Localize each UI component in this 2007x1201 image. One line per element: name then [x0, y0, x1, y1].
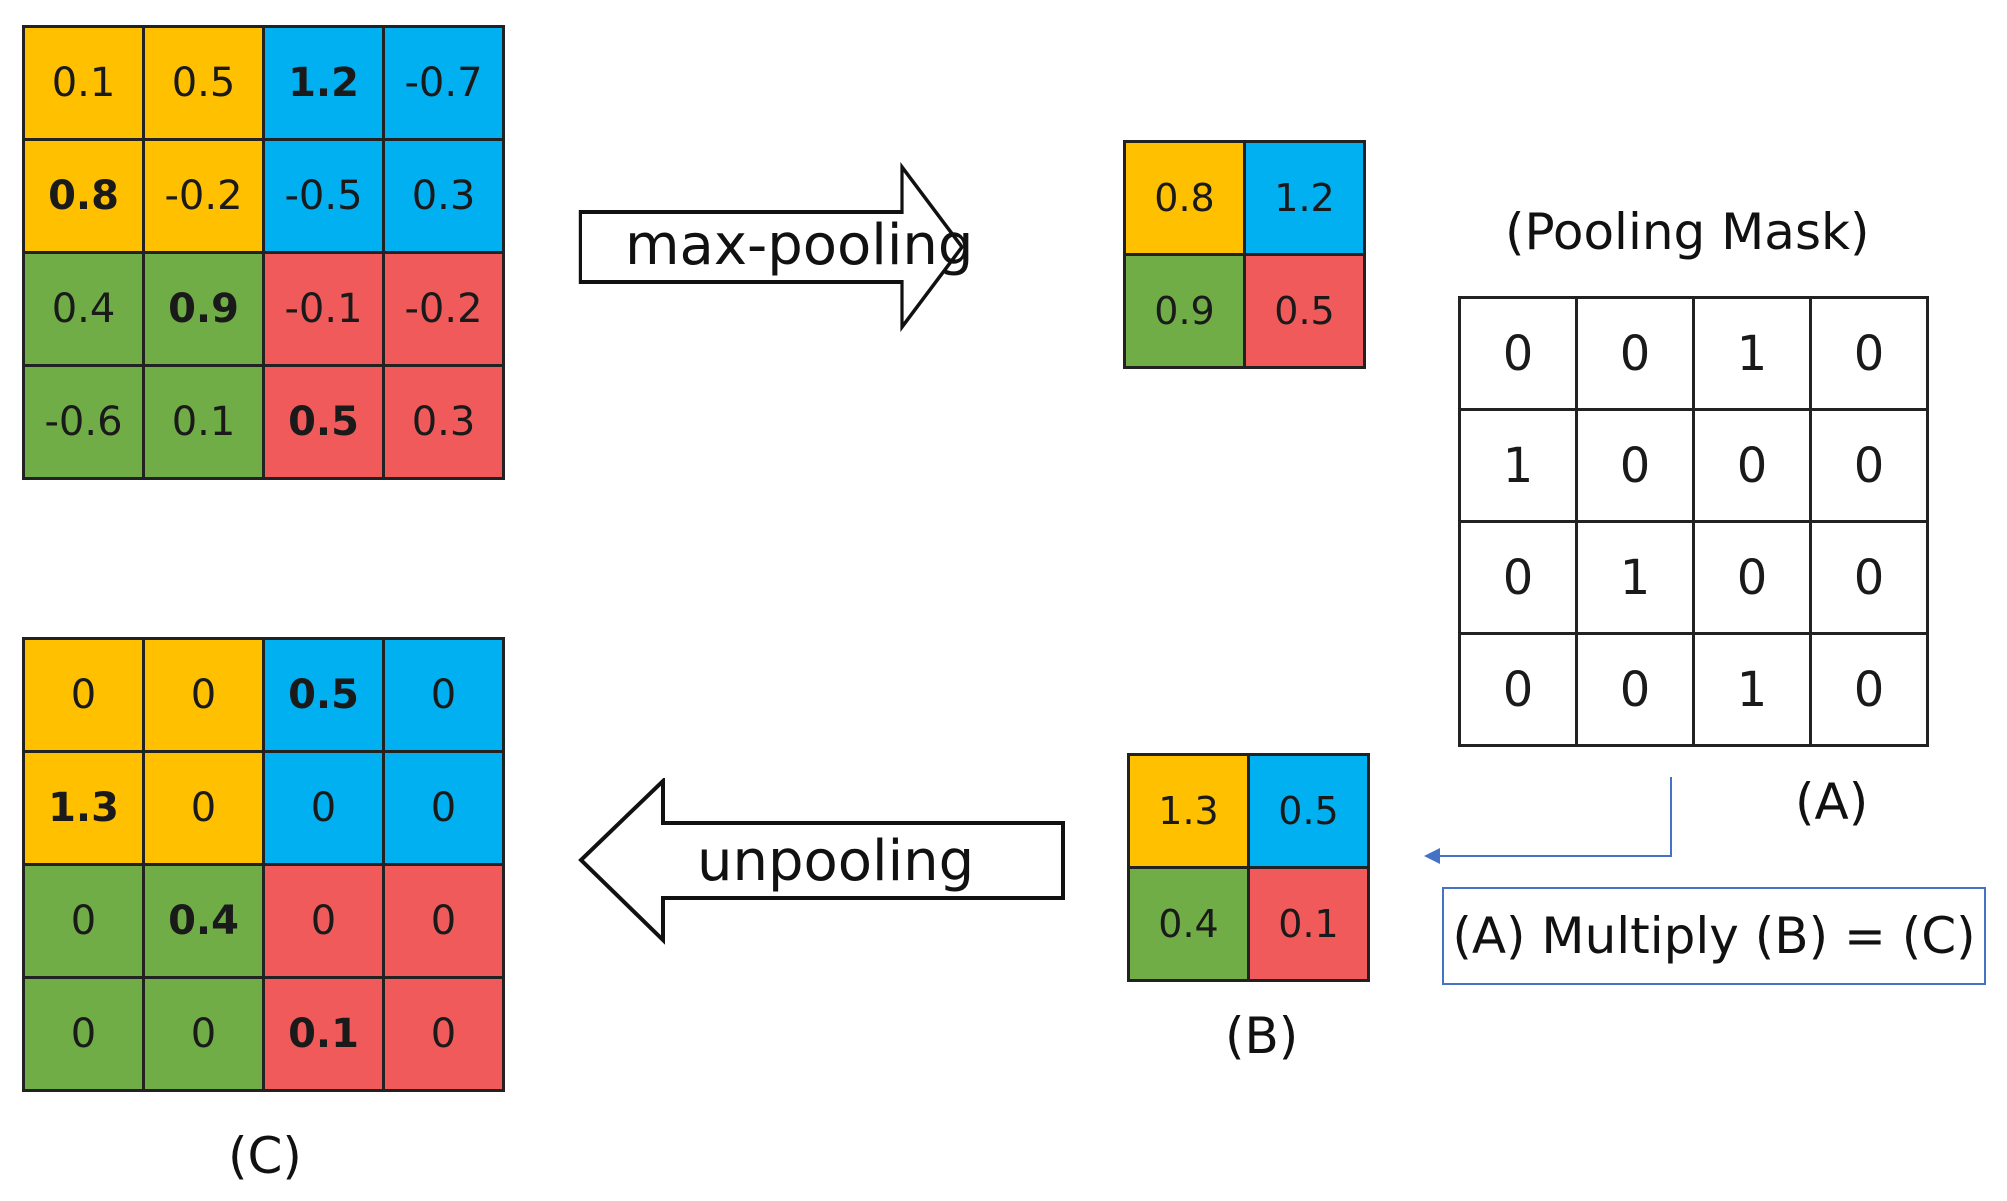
c-label: (C): [228, 1127, 302, 1185]
output-matrix-cell: 0: [385, 640, 502, 750]
mask-cell: 0: [1461, 299, 1575, 408]
input-matrix-cell: 0.4: [25, 254, 142, 364]
input-matrix-cell: 0.3: [385, 141, 502, 251]
output-matrix-cell: 0: [265, 866, 382, 976]
input-matrix-cell: 0.1: [25, 28, 142, 138]
mask-cell: 0: [1812, 411, 1926, 520]
input-matrix-cell: 0.8: [25, 141, 142, 251]
b-matrix-cell: 0.5: [1250, 756, 1367, 866]
output-matrix-cell: 0: [25, 979, 142, 1089]
max-pooling-label: max-pooling: [625, 213, 974, 278]
mask-cell: 0: [1461, 523, 1575, 632]
output-matrix-cell: 0: [385, 866, 502, 976]
unpooling-arrow: [578, 778, 1065, 945]
output-matrix-cell: 0.4: [145, 866, 262, 976]
b-matrix-cell: 0.1: [1250, 869, 1367, 979]
input-matrix-cell: -0.7: [385, 28, 502, 138]
mask-cell: 0: [1578, 635, 1692, 744]
mask-cell: 0: [1812, 635, 1926, 744]
output-matrix-cell: 0: [265, 753, 382, 863]
pooled-matrix-cell: 0.5: [1246, 256, 1363, 366]
input-matrix-cell: 0.9: [145, 254, 262, 364]
input-matrix-cell: -0.1: [265, 254, 382, 364]
mask-cell: 0: [1578, 411, 1692, 520]
pooled-matrix-cell: 0.9: [1126, 256, 1243, 366]
pooled-matrix-cell: 1.2: [1246, 143, 1363, 253]
mask-cell: 0: [1812, 299, 1926, 408]
output-matrix-cell: 0.5: [265, 640, 382, 750]
unpooling-label: unpooling: [697, 829, 975, 894]
mask-label-a: (A): [1795, 773, 1869, 831]
mask-cell: 1: [1695, 299, 1809, 408]
input-matrix-cell: 1.2: [265, 28, 382, 138]
mask-cell: 0: [1578, 299, 1692, 408]
mask-cell: 0: [1812, 523, 1926, 632]
max-pooling-arrow: [578, 162, 965, 332]
output-matrix-cell: 1.3: [25, 753, 142, 863]
input-matrix-cell: -0.6: [25, 367, 142, 477]
mask-cell: 1: [1461, 411, 1575, 520]
output-matrix-cell: 0: [145, 753, 262, 863]
b-matrix-cell: 1.3: [1130, 756, 1247, 866]
mask-cell: 1: [1695, 635, 1809, 744]
output-matrix-cell: 0: [385, 979, 502, 1089]
input-matrix-cell: 0.1: [145, 367, 262, 477]
output-matrix-cell: 0: [25, 640, 142, 750]
input-matrix-cell: 0.3: [385, 367, 502, 477]
input-matrix-cell: 0.5: [145, 28, 262, 138]
mask-cell: 0: [1695, 411, 1809, 520]
mask-title: (Pooling Mask): [1505, 203, 1870, 261]
mask-cell: 1: [1578, 523, 1692, 632]
input-matrix-cell: -0.2: [385, 254, 502, 364]
output-matrix-cell: 0.1: [265, 979, 382, 1089]
mask-cell: 0: [1461, 635, 1575, 744]
output-matrix-cell: 0: [25, 866, 142, 976]
output-matrix-cell: 0: [145, 640, 262, 750]
b-matrix-cell: 0.4: [1130, 869, 1247, 979]
input-matrix-cell: 0.5: [265, 367, 382, 477]
input-matrix-cell: -0.2: [145, 141, 262, 251]
pooled-matrix-cell: 0.8: [1126, 143, 1243, 253]
input-matrix-cell: -0.5: [265, 141, 382, 251]
connector-arrow: [1424, 777, 1672, 864]
output-matrix-cell: 0: [145, 979, 262, 1089]
output-matrix-cell: 0: [385, 753, 502, 863]
formula-box: (A) Multiply (B) = (C): [1442, 887, 1986, 985]
b-label: (B): [1225, 1007, 1299, 1065]
mask-cell: 0: [1695, 523, 1809, 632]
